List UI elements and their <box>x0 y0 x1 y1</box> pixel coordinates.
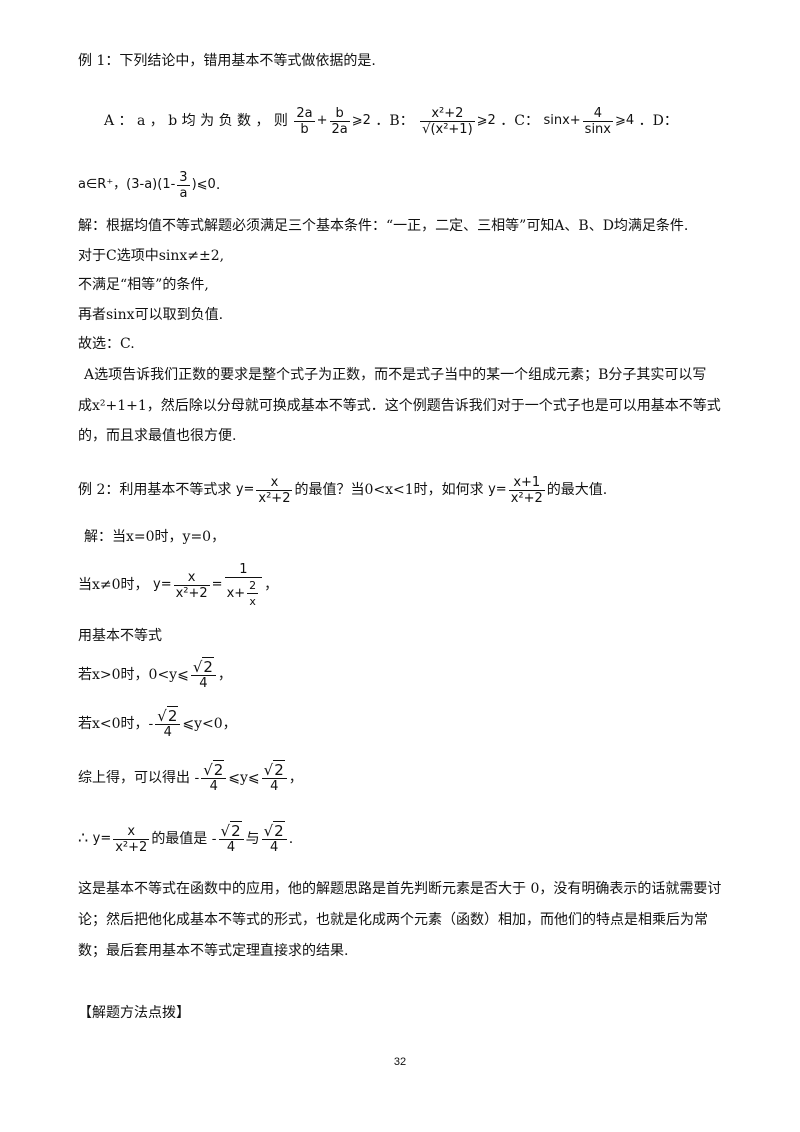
opt-c-rel: ⩾4 <box>615 113 635 128</box>
opt-c-label: ．C： <box>500 113 539 129</box>
ex2-q-mid: 的最值？当0<x<1时，如何求 <box>294 482 484 498</box>
opt-d-pre: a∈R⁺，(3-a)(1- <box>78 177 176 192</box>
ex2-q-pre: 例 2：利用基本不等式求 <box>78 482 232 498</box>
note-line3: 的，而且求最值也很方便. <box>78 428 237 444</box>
opt-b-rel: ⩾2 <box>476 113 496 128</box>
concl-line2: 论；然后把他化成基本不等式的形式，也就是化成两个元素（函数）相加，而他们的特点是… <box>78 912 708 928</box>
ex2-q-post: 的最大值. <box>546 482 608 498</box>
opt-c-pre: sinx+ <box>543 113 581 128</box>
sol-line2: 对于C选项中sinx≠±2, <box>78 248 225 264</box>
therefore-symbol: ∴ <box>78 828 89 847</box>
concl-line3: 数；最后套用基本不等式定理直接求的结果. <box>78 943 349 959</box>
section-heading: 【解题方法点拨】 <box>78 1005 190 1021</box>
opt-d-post: )⩽0 <box>191 177 216 192</box>
note-line2: 成x²+1+1，然后除以分母就可换成基本不等式．这个例题告诉我们对于一个式子也是… <box>78 398 721 414</box>
ex2-s1: 解：当x=0时，y=0， <box>84 529 226 545</box>
page-number: 32 <box>393 1056 407 1068</box>
concl-line1: 这是基本不等式在函数中的应用，他的解题思路是首先判断元素是否大于 0，没有明确表… <box>78 881 722 897</box>
sol-line5: 故选：C. <box>78 336 135 352</box>
opt-a-label: A ： a ， b 均 为 负 数 ， 则 <box>104 113 288 129</box>
sol-line3: 不满足“相等”的条件, <box>78 277 209 293</box>
sol-line1: 解：根据均值不等式解题必须满足三个基本条件：“一正，二定、三相等”可知A、B、D… <box>78 218 689 234</box>
ex2-s6-pre: 综上得，可以得出 - <box>78 770 200 786</box>
sol-line4: 再者sinx可以取到负值. <box>78 307 224 323</box>
opt-a-rel: ⩾2 <box>351 113 371 128</box>
ex1-title: 例 1：下列结论中，错用基本不等式做依据的是. <box>78 53 376 69</box>
ex2-s4-pre: 若x>0时，0<y⩽ <box>78 667 189 683</box>
opt-b-frac: x²+2√(x²+1) <box>420 105 475 137</box>
ex2-s3: 用基本不等式 <box>78 628 162 644</box>
opt-d-label: ．D： <box>638 113 678 129</box>
ex2-s5-pre: 若x<0时，- <box>78 716 154 732</box>
opt-b-label: ．B： <box>375 113 414 129</box>
ex2-s2-pre: 当x≠0时， <box>78 577 149 593</box>
note-line1: A选项告诉我们正数的要求是整个式子为正数，而不是式子当中的某一个组成元素；B分子… <box>84 367 707 383</box>
